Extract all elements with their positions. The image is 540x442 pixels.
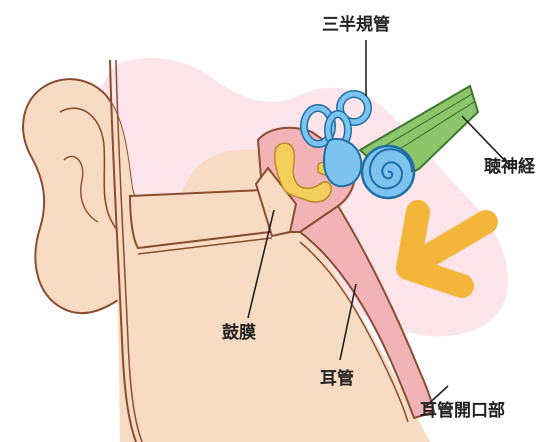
ear-canal <box>128 188 272 250</box>
label-eustachian-opening: 耳管開口部 <box>420 400 505 421</box>
leader-eustachian <box>339 283 357 361</box>
label-semicircular-canals: 三半規管 <box>322 14 390 35</box>
cochlea-spiral <box>369 148 413 190</box>
canal-loop-top-fill <box>337 91 371 125</box>
ear-canal-lower <box>137 237 273 255</box>
leader-eardrum <box>247 209 275 319</box>
skin-outline-back <box>109 59 137 442</box>
pointer-arrow-icon <box>396 200 498 298</box>
eustachian-tube-outer <box>299 241 409 423</box>
skin-body <box>110 60 430 442</box>
leader-nerve <box>461 115 511 167</box>
skin-outline-back-inner <box>115 59 143 442</box>
eustachian-tube <box>298 204 436 420</box>
leader-opening <box>423 385 449 409</box>
label-auditory-nerve: 聴神経 <box>484 156 536 177</box>
label-eardrum: 鼓膜 <box>222 322 256 343</box>
ossicles <box>273 142 332 203</box>
pinna-inner-fold <box>63 155 99 223</box>
label-eustachian-tube: 耳管 <box>320 368 354 389</box>
vestibule <box>322 138 363 188</box>
